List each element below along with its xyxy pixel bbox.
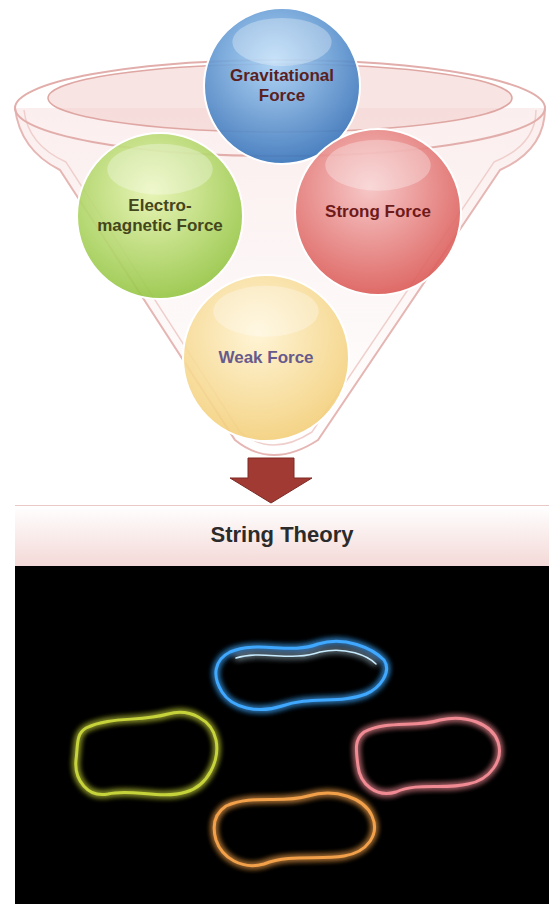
force-name: Electro-magnetic Force [94,196,227,235]
circle-label: Gravitational Force [220,66,345,105]
string-loop [76,712,217,794]
circle-label: Electro-magnetic Force [94,196,227,235]
force-name: Strong Force [312,202,445,222]
circle-label: Strong Force [312,202,445,222]
force-circle: Electro-magnetic Force [75,131,245,301]
force-name: Gravitational Force [220,66,345,105]
force-circle: Weak Force [181,273,351,443]
circle-label: Weak Force [200,348,333,368]
string-highlight [236,650,376,664]
diagram-title: String Theory [15,505,549,565]
black-panel [15,565,549,904]
string-loop [216,641,387,709]
force-name: Weak Force [200,348,333,368]
string-loop [214,793,374,865]
down-arrow [230,458,312,503]
string-loop [356,718,499,793]
force-circle: Strong Force [293,127,463,297]
